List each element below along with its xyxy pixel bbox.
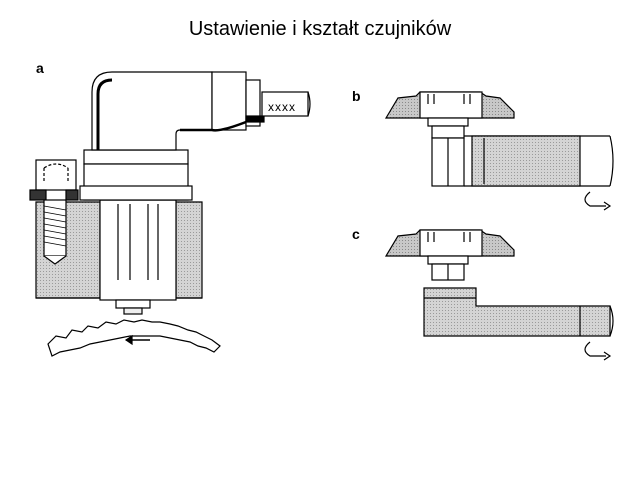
cable-marking: xxxx [268,100,296,114]
panel-label-b: b [352,88,361,104]
panel-label-a: a [36,60,44,76]
slide-title: Ustawienie i kształt czujników [188,18,452,40]
mounting-bolt [29,159,79,265]
tone-wheel [47,319,221,357]
sensor-elbow [91,71,213,151]
sensor-shaft [99,199,177,301]
panel-label-c: c [352,226,360,242]
panel-a-figure [29,71,311,357]
panel-b-figure [384,91,614,211]
trigger-shaft [423,287,611,337]
sensor-cable [261,91,309,117]
panel-c-figure [384,229,614,361]
sensor-flange [83,149,189,165]
mounting-block-right [175,201,203,299]
